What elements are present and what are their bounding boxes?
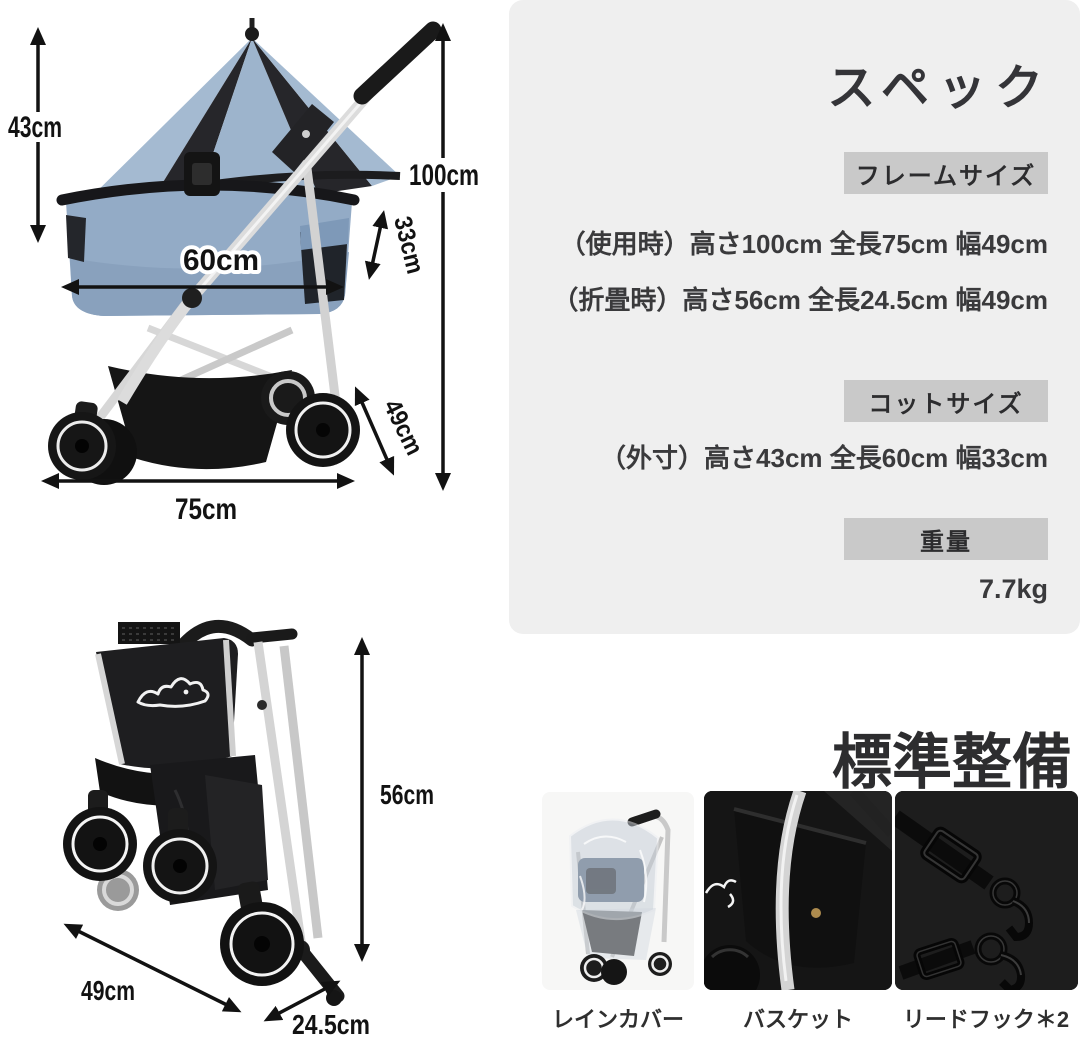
equipment-title: 標準整備 <box>832 729 1072 796</box>
spec-title: スペック <box>827 62 1052 115</box>
cot-size-line: （外寸）高さ43cm 全長60cm 幅33cm <box>600 443 1048 473</box>
folded-wheels <box>63 790 304 986</box>
open-stroller-diagram: 43cm 100cm 60cm 33cm 49cm 75cm <box>0 0 510 560</box>
dim-folded-height-label: 56cm <box>380 779 434 810</box>
dim-cot-height-label-bg <box>6 112 66 142</box>
dim-rear-width-label: 49cm <box>378 395 429 459</box>
wheels <box>48 371 360 485</box>
snap-hook-1 <box>989 877 1034 942</box>
dim-total-height-label: 100cm <box>409 159 479 192</box>
lead-hooks-art <box>895 791 1078 990</box>
open-stroller-art: 43cm 100cm 60cm 33cm 49cm 75cm <box>6 18 482 526</box>
frame-size-in-use-line: （使用時）高さ100cm 全長75cm 幅49cm <box>559 229 1048 259</box>
frame-size-badge: フレームサイズ <box>844 152 1048 194</box>
dim-folded-depth-label: 24.5cm <box>292 1009 370 1040</box>
lead-hooks-caption: リードフック＊2 <box>902 1007 1070 1032</box>
rain-cover-art <box>568 809 672 985</box>
dim-cot-height-label: 43cm <box>8 111 62 144</box>
stroller-folded-illustration <box>63 620 345 1006</box>
dim-folded-depth-arrow <box>263 980 341 1022</box>
cot-size-badge: コットサイズ <box>844 380 1048 422</box>
dim-folded-width-label: 49cm <box>81 975 135 1006</box>
dim-cot-width-arrow <box>364 210 389 280</box>
dim-total-length-label: 75cm <box>175 493 237 526</box>
spec-panel: スペック フレームサイズ （使用時）高さ100cm 全長75cm 幅49cm （… <box>509 0 1080 634</box>
lead-hooks-photo <box>895 791 1078 990</box>
dog-logo <box>136 677 210 708</box>
dim-folded-width-arrow <box>63 923 242 1013</box>
dim-total-height-label-bg <box>406 158 482 192</box>
weight-badge: 重量 <box>844 518 1048 560</box>
push-handle <box>117 21 442 405</box>
folded-stroller-dimensions: 56cm 49cm 24.5cm <box>63 637 434 1040</box>
folded-frame-legs <box>246 628 345 1006</box>
basket-photo <box>704 791 892 990</box>
dim-cot-width-label: 33cm <box>388 214 429 277</box>
vent-grid <box>118 622 180 644</box>
dim-cot-length-label: 60cm <box>183 244 259 277</box>
basket-art <box>704 791 892 990</box>
rain-cover-photo <box>542 792 694 990</box>
frame-size-folded-line: （折畳時）高さ56cm 全長24.5cm 幅49cm <box>552 285 1048 315</box>
weight-value: 7.7kg <box>978 574 1048 604</box>
seat-back-panel <box>95 638 238 769</box>
folded-handle <box>175 620 259 653</box>
snap-hook-2 <box>974 932 1026 990</box>
dim-rear-width-arrow <box>354 386 395 476</box>
folded-stroller-art: 56cm 49cm 24.5cm <box>63 620 434 1040</box>
basket-caption: バスケット <box>742 1007 853 1032</box>
folded-stroller-diagram: 56cm 49cm 24.5cm <box>0 560 510 1040</box>
rain-cover-caption: レインカバー <box>551 1007 684 1032</box>
